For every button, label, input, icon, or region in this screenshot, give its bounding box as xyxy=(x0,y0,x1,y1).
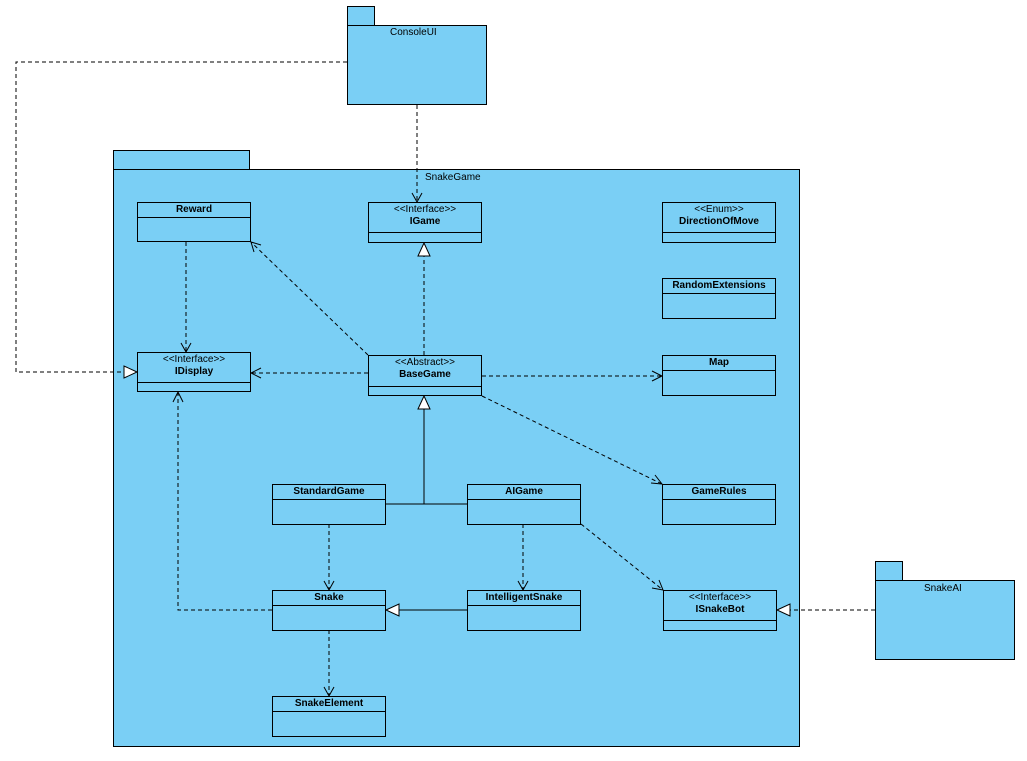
class-randomextensions[interactable]: RandomExtensions xyxy=(662,278,776,319)
class-name: AIGame xyxy=(505,486,543,497)
class-stereotype: <<Interface>> xyxy=(162,354,226,365)
class-snake[interactable]: Snake xyxy=(272,590,386,631)
class-map[interactable]: Map xyxy=(662,355,776,396)
arrowhead-open xyxy=(651,579,664,591)
edge-basegame-reward xyxy=(250,241,369,356)
class-directionofmove[interactable]: <<Enum>> DirectionOfMove xyxy=(662,202,776,243)
class-idisplay[interactable]: <<Interface>> IDisplay xyxy=(137,352,251,392)
class-name: IDisplay xyxy=(174,366,214,377)
class-name: ISnakeBot xyxy=(695,604,745,615)
package-snakegame[interactable] xyxy=(113,169,800,747)
class-stereotype: <<Interface>> xyxy=(688,592,752,603)
class-name: DirectionOfMove xyxy=(678,216,759,227)
arrowhead-open xyxy=(172,390,184,403)
class-standardgame[interactable]: StandardGame xyxy=(272,484,386,525)
class-name: Reward xyxy=(175,204,213,215)
class-name: SnakeElement xyxy=(294,698,364,709)
package-label-snakegame: SnakeGame xyxy=(425,172,481,183)
class-aigame[interactable]: AIGame xyxy=(467,484,581,525)
arrowhead-hollow-triangle xyxy=(775,603,791,617)
package-snakeai[interactable] xyxy=(875,580,1015,660)
edge-generalization-basegame xyxy=(386,409,467,505)
class-name: Map xyxy=(709,357,729,368)
class-stereotype: <<Enum>> xyxy=(694,204,744,215)
edge-basegame-gamerules xyxy=(481,395,663,485)
class-snakeelement[interactable]: SnakeElement xyxy=(272,696,386,737)
class-intelligentsnake[interactable]: IntelligentSnake xyxy=(467,590,581,631)
class-name: RandomExtensions xyxy=(672,280,766,291)
arrowhead-open xyxy=(250,241,262,253)
arrowhead-hollow-triangle xyxy=(417,394,431,410)
edge-snake-idisplay xyxy=(177,392,272,611)
class-name: Snake xyxy=(314,592,344,603)
class-name: StandardGame xyxy=(293,486,365,497)
package-label-snakeai: SnakeAI xyxy=(924,583,962,594)
class-gamerules[interactable]: GameRules xyxy=(662,484,776,525)
class-isnakebot[interactable]: <<Interface>> ISnakeBot xyxy=(663,590,777,631)
class-reward[interactable]: Reward xyxy=(137,202,251,242)
class-name: IntelligentSnake xyxy=(485,592,563,603)
arrowhead-hollow-triangle xyxy=(123,365,139,379)
class-name: GameRules xyxy=(691,486,747,497)
class-name: BaseGame xyxy=(399,369,451,380)
arrowhead-open xyxy=(249,367,262,379)
arrowhead-hollow-triangle xyxy=(417,241,431,257)
class-igame[interactable]: <<Interface>> IGame xyxy=(368,202,482,243)
arrowhead-hollow-triangle xyxy=(384,603,400,617)
package-consoleui[interactable] xyxy=(347,25,487,105)
package-label-consoleui: ConsoleUI xyxy=(390,27,437,38)
class-basegame[interactable]: <<Abstract>> BaseGame xyxy=(368,355,482,396)
edge-consoleui-idisplay xyxy=(15,61,347,373)
class-name: IGame xyxy=(409,216,441,227)
edge-aigame-isnakebot xyxy=(580,523,664,591)
class-stereotype: <<Abstract>> xyxy=(394,357,456,368)
class-stereotype: <<Interface>> xyxy=(393,204,457,215)
